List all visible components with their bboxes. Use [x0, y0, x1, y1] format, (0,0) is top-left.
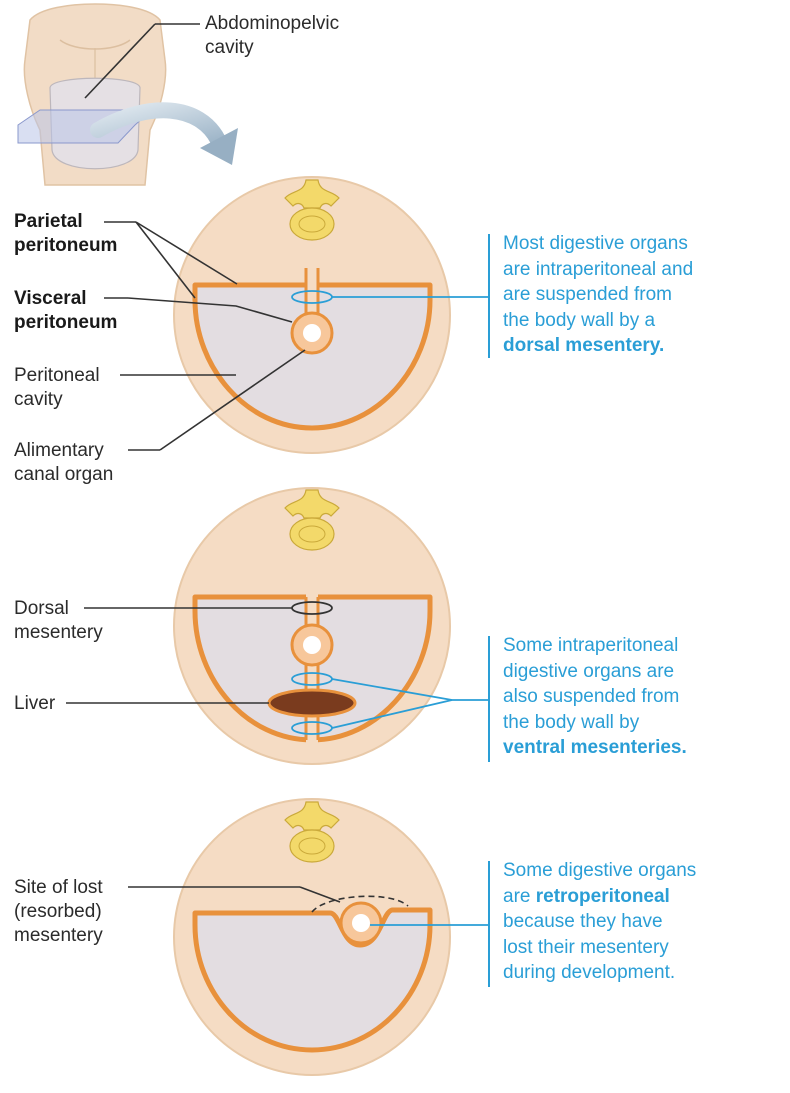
- note-bracket: [488, 861, 490, 987]
- visceral-peritoneum-label: Visceral peritoneum: [14, 288, 118, 333]
- cross-section-1: [173, 176, 451, 454]
- ventral-mesenteries-note: Some intraperitoneal digestive organs ar…: [503, 635, 687, 758]
- abdominopelvic-cavity-label: Abdominopelvic cavity: [205, 13, 340, 58]
- peritoneal-cavity-label: Peritoneal cavity: [14, 365, 100, 410]
- dorsal-mesentery-label: Dorsal mesentery: [14, 598, 103, 643]
- vertebra-icon: [284, 801, 340, 863]
- cross-section-2: [173, 487, 451, 765]
- alimentary-canal-organ-label: Alimentary canal organ: [14, 440, 114, 485]
- cross-section-3: [173, 798, 451, 1076]
- vertebra-icon: [284, 179, 340, 241]
- note-bracket: [488, 636, 490, 762]
- liver-label: Liver: [14, 693, 56, 714]
- intraperitoneal-note: Most digestive organs are intraperitonea…: [503, 233, 694, 356]
- site-of-lost-mesentery-label: Site of lost (resorbed) mesentery: [14, 877, 103, 946]
- section-arrow-icon: [200, 128, 238, 165]
- vertebra-icon: [284, 489, 340, 551]
- retroperitoneal-note: Some digestive organs are retroperitonea…: [503, 860, 697, 983]
- note-bracket: [488, 234, 490, 358]
- parietal-peritoneum-label: Parietal peritoneum: [14, 211, 118, 256]
- lost-mesentery-dashed-line: [311, 895, 409, 913]
